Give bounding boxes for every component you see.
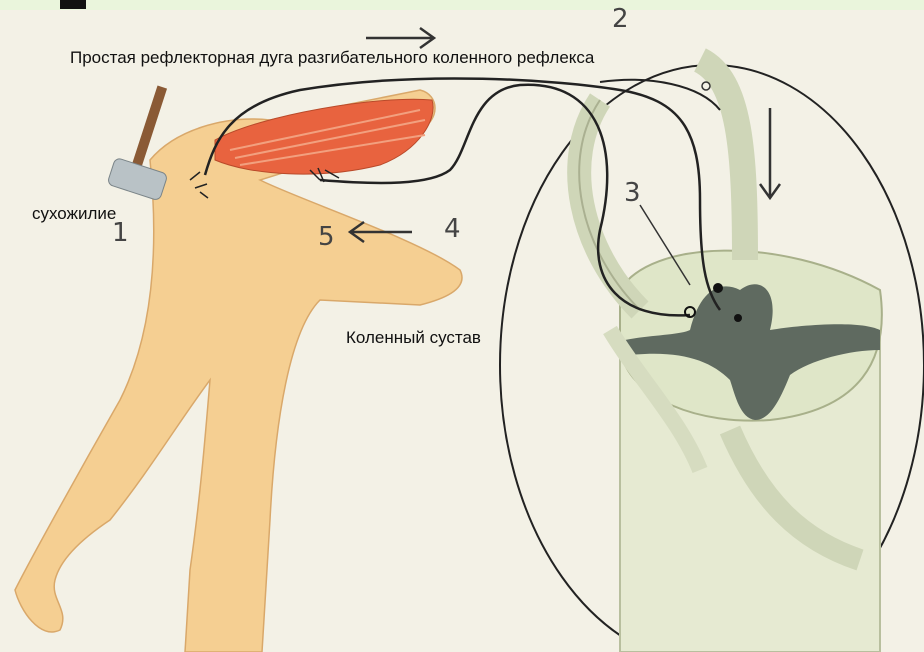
tendon-label: сухожилие — [32, 204, 116, 224]
arrow-right-icon — [366, 28, 434, 48]
reflex-hammer-icon — [107, 86, 168, 201]
number-5: 5 — [318, 222, 335, 252]
diagram-title: Простая рефлекторная дуга разгибательног… — [70, 48, 594, 68]
number-1: 1 — [112, 218, 129, 248]
knee-joint-label: Коленный сустав — [346, 328, 481, 348]
number-2: 2 — [612, 4, 629, 34]
number-4: 4 — [444, 214, 461, 244]
number-3: 3 — [624, 178, 641, 208]
faded-background-text — [540, 10, 924, 652]
leg-shape — [15, 90, 462, 652]
